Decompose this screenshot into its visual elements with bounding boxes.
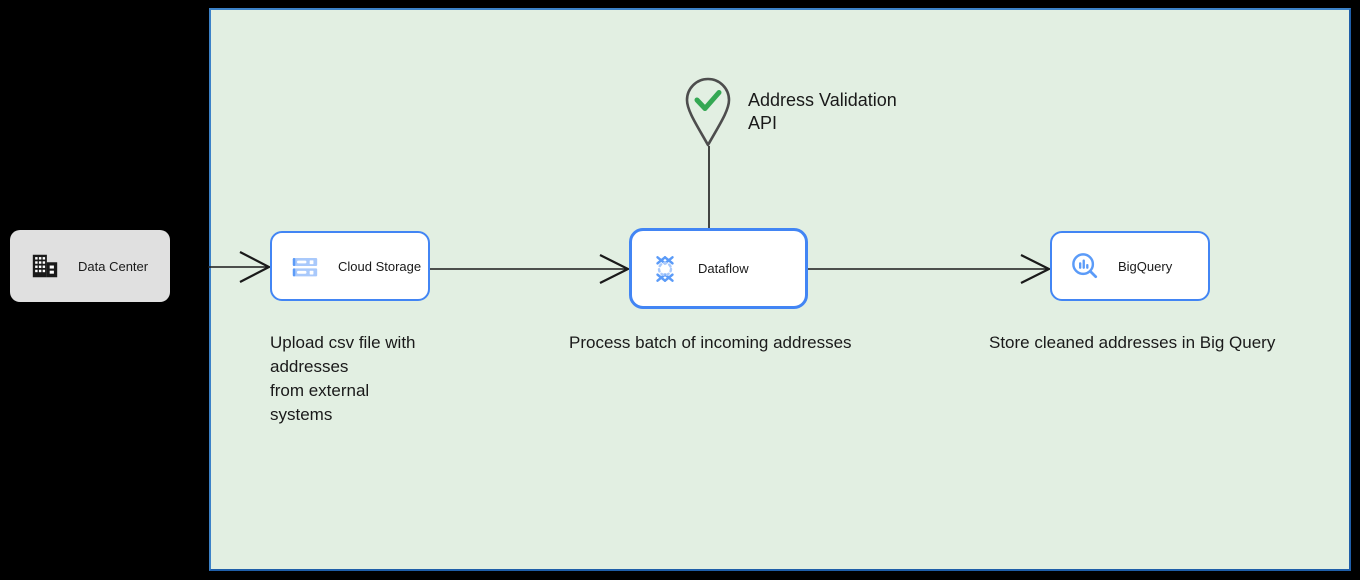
map-pin-check-icon[interactable] (684, 76, 732, 148)
caption-line: addresses (270, 357, 349, 376)
node-label-dataflow: Dataflow (698, 261, 749, 276)
node-dataflow[interactable]: Dataflow (629, 228, 808, 309)
dataflow-icon (656, 255, 674, 282)
caption-bigquery: Store cleaned addresses in Big Query (989, 333, 1276, 352)
node-data-center[interactable]: Data Center (10, 230, 170, 302)
caption-line: from external (270, 381, 370, 400)
bigquery-icon (1072, 253, 1098, 279)
node-bigquery[interactable]: BigQuery (1050, 231, 1210, 301)
api-label-line-2: API (748, 113, 778, 133)
node-cloud-storage[interactable]: Cloud Storage (270, 231, 430, 301)
node-label-bigquery: BigQuery (1118, 258, 1173, 274)
caption-line: systems (270, 405, 333, 424)
caption-line: Upload csv file with (270, 333, 416, 352)
api-label: Address Validation API (748, 89, 968, 135)
node-label-cloud-storage: Cloud Storage (338, 258, 422, 274)
cloud-storage-icon (292, 258, 318, 277)
caption-dataflow: Process batch of incoming addresses (569, 333, 852, 352)
node-label-data-center: Data Center (78, 258, 149, 274)
api-label-line-1: Address Validation (748, 90, 897, 110)
caption-cloud-storage: Upload csv file with addresses from exte… (270, 331, 470, 427)
data-center-icon (32, 254, 58, 278)
